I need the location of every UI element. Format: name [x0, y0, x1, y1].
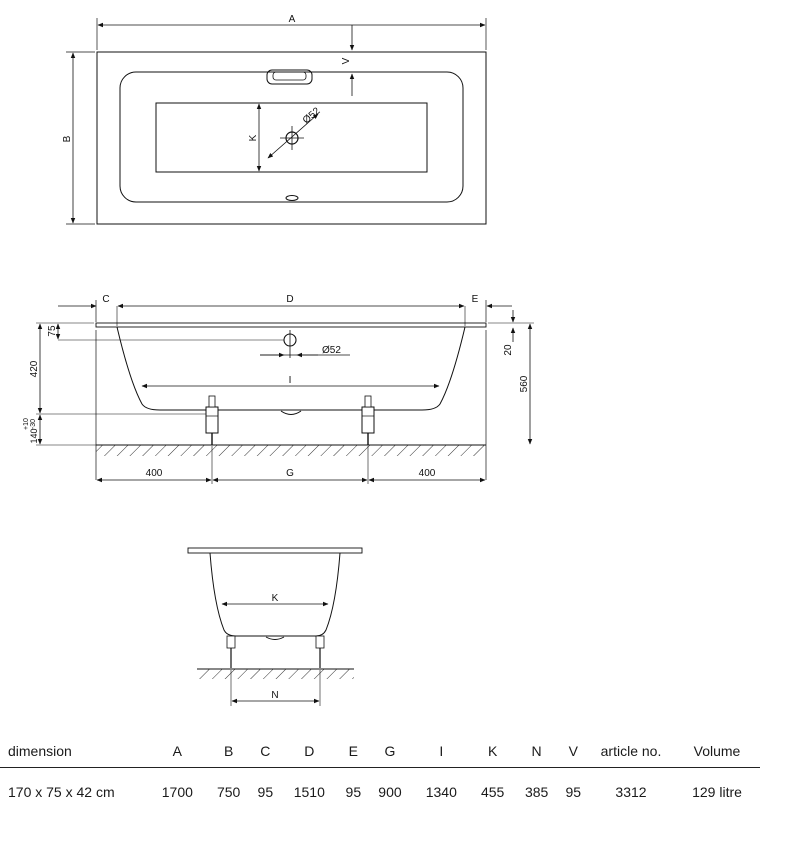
spec-header-row: dimension A B C D E G I K N V article no…	[0, 740, 760, 768]
side-tub-body	[116, 326, 466, 411]
label-E: E	[472, 294, 479, 305]
label-K: K	[248, 134, 259, 141]
label-140: 140	[29, 428, 39, 443]
label-right400: 400	[419, 468, 436, 479]
end-foot-right	[315, 635, 325, 668]
header-N: N	[514, 740, 559, 768]
label-V: V	[341, 57, 352, 64]
cell-I: 1340	[425, 784, 457, 800]
label-drain-side: Ø52	[322, 345, 341, 356]
foot-left	[205, 395, 219, 445]
cell-K: 455	[480, 784, 505, 800]
end-rim	[187, 547, 363, 554]
tub-bottom-area	[155, 102, 428, 173]
drain-leader	[267, 113, 319, 159]
cell-D: 1510	[293, 784, 325, 800]
header-dimension: dimension	[0, 740, 148, 768]
foot-right	[361, 395, 375, 445]
label-20: 20	[503, 344, 514, 356]
overflow-fitting	[266, 69, 313, 85]
label-N: N	[271, 690, 278, 701]
header-V: V	[558, 740, 588, 768]
cell-G: 900	[378, 784, 402, 800]
cell-E: 95	[345, 784, 362, 800]
label-left400: 400	[146, 468, 163, 479]
header-I: I	[411, 740, 471, 768]
tub-outer-rim	[96, 51, 487, 225]
spec-table: dimension A B C D E G I K N V article no…	[0, 740, 760, 804]
top-view: A B V K Ø52	[62, 14, 487, 225]
label-minus30: -30	[30, 419, 37, 429]
cell-C: 95	[257, 784, 274, 800]
header-article-no: article no.	[588, 740, 674, 768]
label-D: D	[286, 294, 293, 305]
cell-article-no: 3312	[615, 784, 647, 800]
label-I: I	[289, 375, 292, 386]
spec-data-row: 170 x 75 x 42 cm 1700 750 95 1510 95 900…	[0, 768, 760, 805]
side-drain-outlet	[280, 410, 302, 415]
header-K: K	[470, 740, 515, 768]
header-B: B	[206, 740, 251, 768]
header-E: E	[338, 740, 368, 768]
drain-outlet-rim	[285, 195, 299, 201]
side-rim	[95, 322, 487, 328]
label-drain-top: Ø52	[301, 105, 323, 126]
end-foot-left	[226, 635, 236, 668]
end-floor-hatch	[197, 669, 354, 679]
cell-V: 95	[565, 784, 582, 800]
cell-N: 385	[524, 784, 549, 800]
label-G: G	[286, 468, 294, 479]
end-view: K N	[187, 547, 363, 706]
header-C: C	[250, 740, 280, 768]
label-C: C	[102, 294, 109, 305]
label-560: 560	[519, 375, 530, 392]
label-plus10: +10	[23, 418, 30, 430]
label-75: 75	[47, 325, 58, 337]
label-A: A	[289, 14, 296, 25]
header-G: G	[367, 740, 412, 768]
header-D: D	[279, 740, 339, 768]
cell-B: 750	[216, 784, 241, 800]
label-K-end: K	[272, 593, 279, 604]
cell-A: 1700	[161, 784, 193, 800]
cell-dimension: 170 x 75 x 42 cm	[8, 784, 115, 800]
floor-hatch	[96, 445, 486, 456]
label-420: 420	[29, 360, 40, 377]
header-volume: Volume	[674, 740, 760, 768]
technical-drawing: A B V K Ø52	[23, 14, 534, 706]
side-view: C D E 75 420 140 -30 +10 20 560 Ø52 I	[23, 294, 534, 484]
label-B: B	[62, 135, 73, 142]
cell-volume: 129 litre	[692, 784, 742, 800]
header-A: A	[148, 740, 207, 768]
